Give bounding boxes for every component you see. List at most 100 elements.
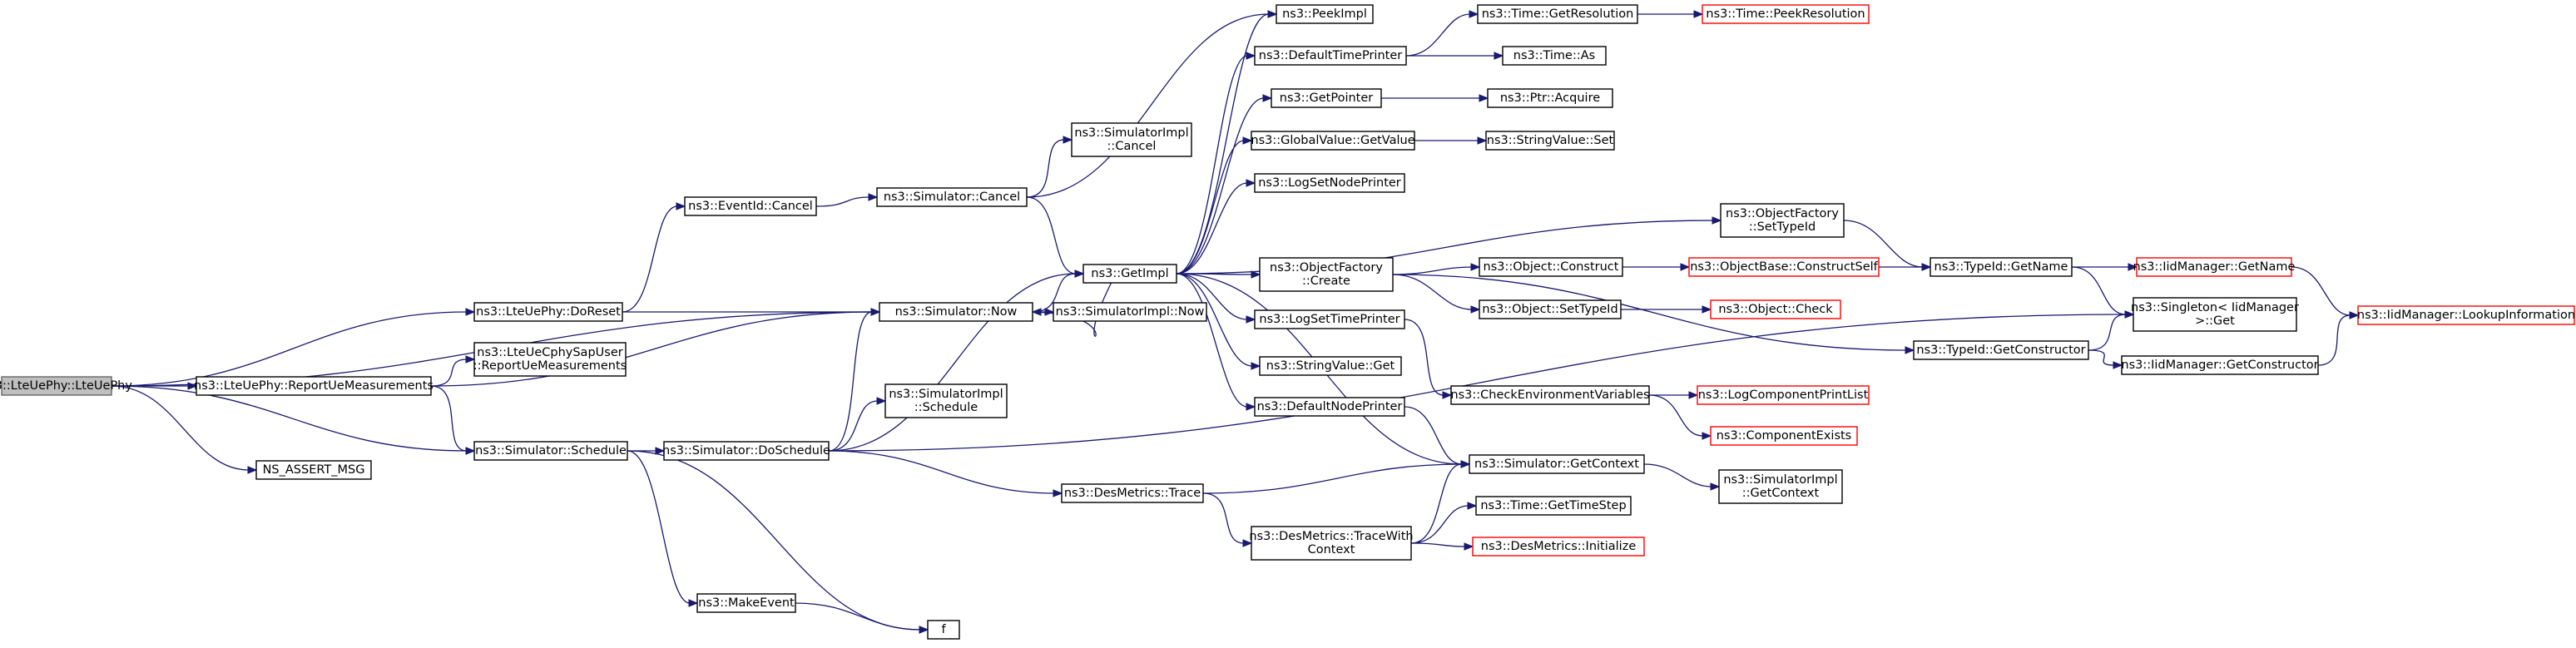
node-objsettypeid[interactable]: ns3::Object::SetTypeId [1479, 299, 1622, 319]
edge-getimpl-to-defaultnode [1176, 273, 1248, 408]
node-label: ns3::LogSetNodePrinter [1258, 176, 1401, 190]
node-reportue[interactable]: ns3::LteUePhy::ReportUeMeasurements [194, 376, 433, 396]
edge-objfactcreate-to-objconstruct [1392, 266, 1473, 275]
node-label: ns3::SimulatorImpl::Now [1056, 305, 1205, 319]
edge-simschedule-to-makeevent [627, 450, 691, 604]
node-makeevent[interactable]: ns3::MakeEvent [696, 593, 796, 613]
node-eventcancel[interactable]: ns3::EventId::Cancel [684, 196, 817, 216]
node-label: ns3::LogComponentPrintList [1698, 388, 1869, 402]
node-label: ns3::Time::GetResolution [1482, 7, 1634, 21]
node-stringget[interactable]: ns3::StringValue::Get [1259, 356, 1402, 376]
node-logsettime[interactable]: ns3::LogSetTimePrinter [1254, 309, 1405, 329]
arrowhead-defaultnode-to-simgetctx [1460, 460, 1471, 468]
node-label: ns3::DesMetrics::TraceWith [1249, 530, 1413, 543]
node-simnow[interactable]: ns3::Simulator::Now [879, 302, 1033, 322]
node-nsassert[interactable]: NS_ASSERT_MSG [255, 460, 372, 480]
edge-objfactcreate-to-typeidgetctor [1392, 274, 1907, 351]
node-simimplnow[interactable]: ns3::SimulatorImpl::Now [1053, 302, 1207, 322]
node-objbasecs[interactable]: ns3::ObjectBase::ConstructSelf [1688, 257, 1880, 277]
node-box [1469, 454, 1645, 474]
node-peekres[interactable]: ns3::Time::PeekResolution [1702, 4, 1870, 24]
node-label: ns3::SimulatorImpl [1074, 126, 1188, 140]
node-defaultnode[interactable]: ns3::DefaultNodePrinter [1254, 397, 1405, 417]
node-globalvalue[interactable]: ns3::GlobalValue::GetValue [1251, 131, 1415, 151]
node-simimplcancel[interactable]: ns3::SimulatorImpl::Cancel [1071, 122, 1192, 157]
node-label: ns3::GetImpl [1091, 267, 1168, 280]
node-label: ns3::DesMetrics::Initialize [1481, 540, 1637, 553]
node-doschedule[interactable]: ns3::Simulator::DoSchedule [662, 441, 830, 461]
node-desinit[interactable]: ns3::DesMetrics::Initialize [1472, 537, 1645, 556]
arrowhead-timegetres-to-peekres [1693, 10, 1704, 18]
node-box [1702, 4, 1870, 24]
arrowhead-destracectx-to-timesteps [1467, 502, 1478, 510]
edge-doreset-to-eventcancel [622, 205, 678, 313]
node-ptracquire[interactable]: ns3::Ptr::Acquire [1487, 88, 1613, 108]
edge-makeevent-to-f [795, 602, 921, 631]
node-objconstruct[interactable]: ns3::Object::Construct [1479, 257, 1623, 277]
node-label: ns3::Object::SetTypeId [1482, 303, 1617, 316]
node-stringset[interactable]: ns3::StringValue::Set [1485, 131, 1615, 151]
edge-getimpl-to-objfactsettypeid [1176, 220, 1714, 275]
node-simimplgetctx[interactable]: ns3::SimulatorImpl::GetContext [1718, 469, 1843, 504]
node-f[interactable]: f [927, 620, 960, 640]
node-label: ns3::CheckEnvironmentVariables [1450, 388, 1649, 402]
arrowhead-getpointer-to-ptracquire [1479, 94, 1489, 102]
node-typeidgetname[interactable]: ns3::TypeId::GetName [1930, 257, 2073, 277]
node-label: ns3::ObjectFactory [1726, 207, 1839, 220]
node-objfactsettypeid[interactable]: ns3::ObjectFactory::SetTypeId [1720, 203, 1845, 238]
node-objfactcreate[interactable]: ns3::ObjectFactory::Create [1259, 257, 1394, 292]
node-simgetctx[interactable]: ns3::Simulator::GetContext [1469, 454, 1645, 474]
node-simschedule[interactable]: ns3::Simulator::Schedule [473, 441, 628, 461]
node-root[interactable]: ns3::LteUePhy::LteUePhy [0, 376, 132, 396]
node-label: Context [1308, 543, 1355, 556]
node-label: ::Cancel [1107, 140, 1157, 153]
node-box [1259, 257, 1394, 292]
node-box [1061, 483, 1204, 503]
edge-logsettime-to-checkenv [1404, 319, 1444, 396]
node-iidlookup[interactable]: ns3::IidManager::LookupInformation [2357, 305, 2575, 325]
node-checkenv[interactable]: ns3::CheckEnvironmentVariables [1450, 385, 1650, 405]
node-box [684, 196, 817, 216]
edge-eventcancel-to-simcancel [815, 196, 870, 207]
edge-getimpl-to-globalvalue [1176, 140, 1245, 275]
node-iidgetname[interactable]: ns3::IidManager::GetName [2133, 257, 2296, 277]
node-label: ns3::DefaultTimePrinter [1259, 49, 1402, 62]
node-destrace[interactable]: ns3::DesMetrics::Trace [1061, 483, 1204, 503]
node-timeas[interactable]: ns3::Time::As [1502, 46, 1607, 66]
node-ltecphy[interactable]: ns3::LteUeCphySapUser::ReportUeMeasureme… [473, 342, 627, 377]
node-timegetres[interactable]: ns3::Time::GetResolution [1477, 4, 1638, 24]
arrowhead-getimpl-to-objfactcreate [1251, 270, 1261, 279]
node-iidgetctor[interactable]: ns3::IidManager::GetConstructor [2121, 355, 2319, 375]
node-box [1688, 257, 1880, 277]
node-simimplschedule[interactable]: ns3::SimulatorImpl::Schedule [884, 383, 1008, 418]
arrowhead-doreset-to-eventcancel [676, 202, 686, 210]
arrowhead-simschedule-to-doschedule [655, 447, 666, 455]
node-getimpl[interactable]: ns3::GetImpl [1082, 264, 1177, 284]
node-label: ::ReportUeMeasurements [473, 359, 627, 373]
arrowhead-doschedule-to-destrace [1053, 489, 1063, 497]
node-box [1276, 4, 1374, 24]
node-getpointer[interactable]: ns3::GetPointer [1271, 88, 1382, 108]
node-defaulttime[interactable]: ns3::DefaultTimePrinter [1254, 46, 1407, 66]
edge-getimpl-to-logsettime [1176, 273, 1248, 320]
node-logcomplist[interactable]: ns3::LogComponentPrintList [1697, 385, 1870, 405]
node-typeidgetctor[interactable]: ns3::TypeId::GetConstructor [1913, 340, 2089, 360]
node-timesteps[interactable]: ns3::Time::GetTimeStep [1475, 496, 1632, 516]
node-objcheck[interactable]: ns3::Object::Check [1710, 299, 1841, 319]
node-doreset[interactable]: ns3::LteUePhy::DoReset [473, 302, 623, 322]
node-simcancel[interactable]: ns3::Simulator::Cancel [876, 187, 1028, 207]
node-box [1479, 257, 1623, 277]
node-box [1254, 46, 1407, 66]
node-singleton[interactable]: ns3::Singleton< IidManager >::Get [2131, 297, 2299, 332]
node-box [1913, 340, 2089, 360]
node-box [1, 376, 112, 396]
arrowhead-simcancel-to-simimplcancel [1063, 136, 1073, 144]
node-logsetnode[interactable]: ns3::LogSetNodePrinter [1254, 173, 1405, 193]
node-label: ns3::SimulatorImpl [889, 388, 1003, 401]
arrowhead-objsettypeid-to-objcheck [1702, 305, 1712, 314]
node-peekimpl[interactable]: ns3::PeekImpl [1276, 4, 1374, 24]
node-box [696, 593, 796, 613]
arrowhead-getimpl-to-objfactsettypeid [1712, 216, 1722, 225]
node-compexists[interactable]: ns3::ComponentExists [1710, 426, 1858, 446]
